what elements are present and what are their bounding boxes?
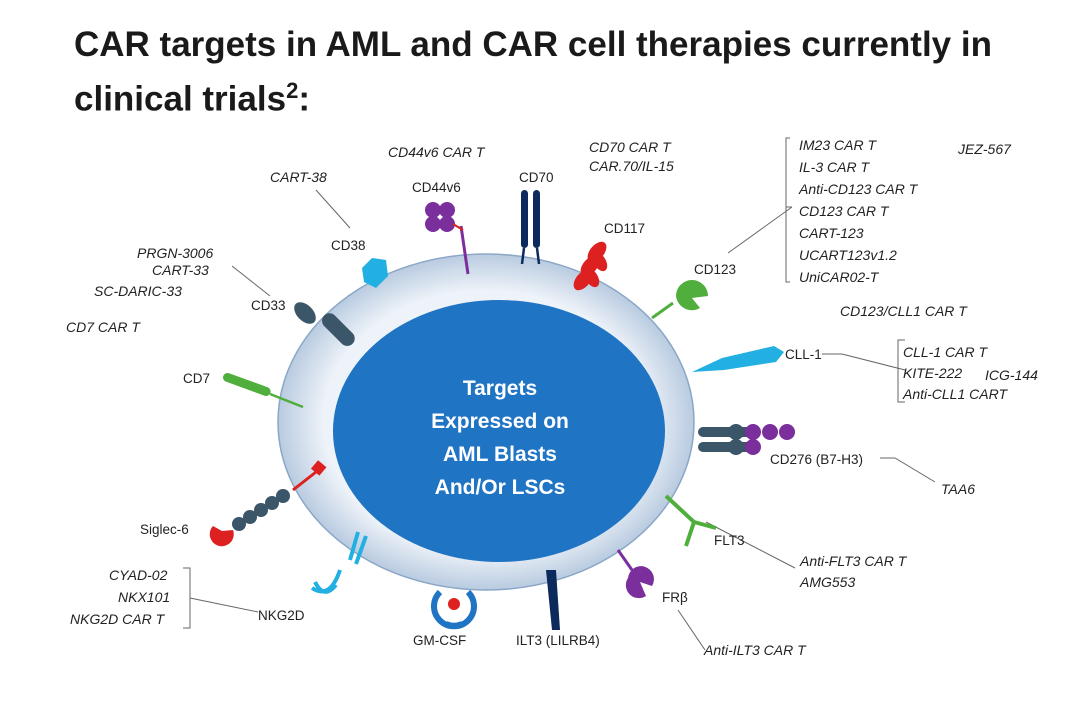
label-frb: FRβ bbox=[662, 590, 688, 605]
therapy-cll1-3: Anti-CLL1 CART bbox=[902, 386, 1008, 402]
gmcsf-receptor bbox=[431, 589, 477, 630]
label-nkg2d: NKG2D bbox=[258, 608, 305, 623]
label-flt3: FLT3 bbox=[714, 533, 745, 548]
therapy-nkg2d-1: CYAD-02 bbox=[109, 567, 168, 583]
cll1-receptor bbox=[692, 346, 784, 372]
title-text: CAR targets in AML and CAR cell therapie… bbox=[74, 25, 992, 119]
therapy-taa6: TAA6 bbox=[941, 481, 975, 497]
center-line-4: And/Or LSCs bbox=[435, 476, 566, 499]
label-gmcsf: GM-CSF bbox=[413, 633, 466, 648]
therapy-cll1-1: CLL-1 CAR T bbox=[903, 344, 988, 360]
therapy-cd33-2: CART-33 bbox=[152, 262, 209, 278]
title-suffix: : bbox=[298, 79, 310, 119]
flt3-receptor bbox=[664, 494, 717, 547]
center-line-3: AML Blasts bbox=[443, 443, 557, 466]
frb-receptor bbox=[616, 549, 654, 599]
therapy-cd123-3: Anti-CD123 CAR T bbox=[798, 181, 919, 197]
label-cd123: CD123 bbox=[694, 262, 736, 277]
label-cd276: CD276 (B7-H3) bbox=[770, 452, 863, 467]
therapy-cd70-1: CD70 CAR T bbox=[589, 139, 672, 155]
therapy-ilt3: Anti-ILT3 CAR T bbox=[703, 642, 807, 658]
center-line-2: Expressed on bbox=[431, 410, 569, 433]
slide-title: CAR targets in AML and CAR cell therapie… bbox=[74, 22, 1054, 123]
therapy-flt3-2: AMG553 bbox=[799, 574, 855, 590]
therapy-nkg2d-2: NKX101 bbox=[118, 589, 170, 605]
cd44v6-receptor bbox=[425, 202, 470, 275]
therapy-cd123-4: CD123 CAR T bbox=[799, 203, 890, 219]
nkg2d-receptor bbox=[310, 531, 368, 594]
therapy-nkg2d-3: NKG2D CAR T bbox=[70, 611, 166, 627]
therapy-cd70-2: CAR.70/IL-15 bbox=[589, 158, 674, 174]
therapy-cd33-3: SC-DARIC-33 bbox=[94, 283, 182, 299]
label-cd44v6: CD44v6 bbox=[412, 180, 461, 195]
cell-nucleus bbox=[333, 300, 665, 562]
therapy-cd123-7: UniCAR02-T bbox=[799, 269, 880, 285]
therapy-cd123-1: IM23 CAR T bbox=[799, 137, 877, 153]
label-cd117: CD117 bbox=[604, 221, 645, 236]
therapy-cd33-1: PRGN-3006 bbox=[137, 245, 213, 261]
label-cd38: CD38 bbox=[331, 238, 366, 253]
therapy-cll1-2: KITE-222 bbox=[903, 365, 962, 381]
connector-lines bbox=[183, 137, 936, 651]
therapy-cart38: CART-38 bbox=[270, 169, 327, 185]
cd33-receptor bbox=[294, 302, 355, 346]
label-cd70: CD70 bbox=[519, 170, 554, 185]
therapy-cd7: CD7 CAR T bbox=[66, 319, 141, 335]
therapy-icg144: ICG-144 bbox=[985, 367, 1038, 383]
therapy-cd123-cll1: CD123/CLL1 CAR T bbox=[840, 303, 968, 319]
ilt3-receptor bbox=[546, 570, 560, 630]
cd7-receptor bbox=[223, 372, 304, 409]
siglec6-receptor bbox=[209, 460, 327, 547]
cd70-receptor bbox=[520, 190, 541, 265]
cd276-receptor bbox=[698, 424, 795, 455]
cd123-receptor bbox=[651, 280, 708, 320]
therapy-flt3-1: Anti-FLT3 CAR T bbox=[799, 553, 908, 569]
therapy-cd123-6: UCART123v1.2 bbox=[799, 247, 897, 263]
therapy-cd123-5: CART-123 bbox=[799, 225, 864, 241]
cd38-receptor bbox=[362, 258, 388, 288]
label-siglec6: Siglec-6 bbox=[140, 522, 189, 537]
therapy-jez567: JEZ-567 bbox=[957, 141, 1012, 157]
title-superscript: 2 bbox=[286, 78, 299, 103]
therapy-cd44v6: CD44v6 CAR T bbox=[388, 144, 486, 160]
label-cll1: CLL-1 bbox=[785, 347, 822, 362]
therapy-cd123-2: IL-3 CAR T bbox=[799, 159, 870, 175]
cd117-receptor bbox=[573, 241, 608, 291]
label-cd33: CD33 bbox=[251, 298, 286, 313]
center-line-1: Targets bbox=[463, 377, 537, 400]
label-cd7: CD7 bbox=[183, 371, 210, 386]
label-ilt3: ILT3 (LILRB4) bbox=[516, 633, 600, 648]
